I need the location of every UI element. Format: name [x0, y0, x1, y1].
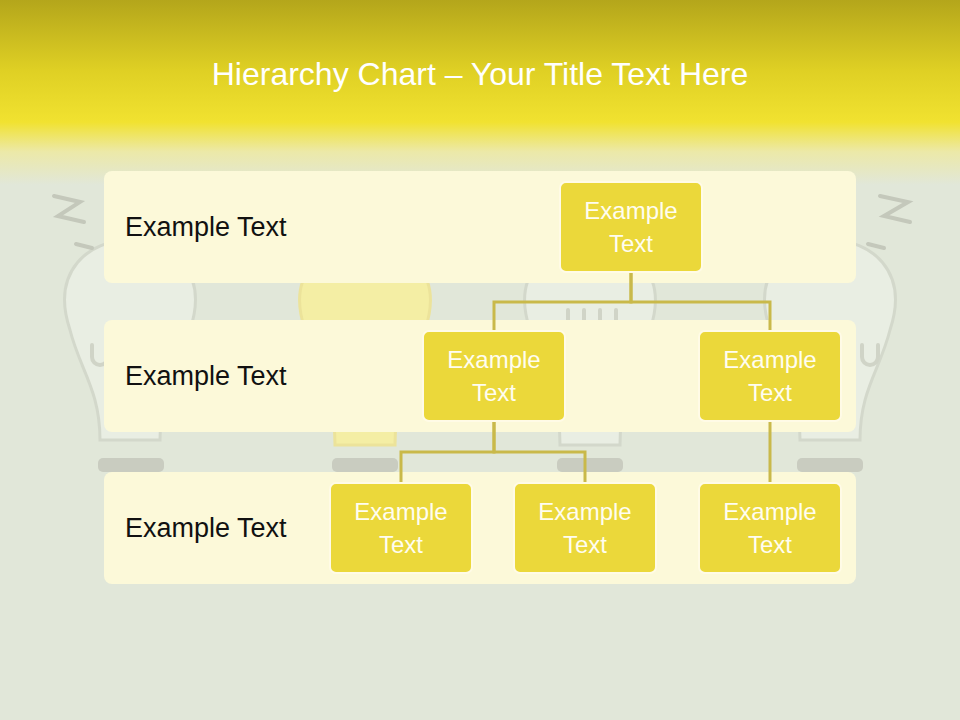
level-label: Example Text: [125, 212, 287, 243]
box-label: Example Text: [515, 495, 655, 561]
org-box: Example Text: [559, 181, 703, 273]
box-label: Example Text: [331, 495, 471, 561]
org-box: Example Text: [513, 482, 657, 574]
box-label: Example Text: [424, 343, 564, 409]
box-label: Example Text: [561, 194, 701, 260]
org-box: Example Text: [329, 482, 473, 574]
level-band: Example Text Example Text Example Text Exam…: [104, 472, 856, 584]
org-box: Example Text: [422, 330, 566, 422]
level-band: Example Text Example Text: [104, 171, 856, 283]
slide-title: Hierarchy Chart – Your Title Text Here: [0, 56, 960, 93]
level-label: Example Text: [125, 513, 287, 544]
org-box: Example Text: [698, 330, 842, 422]
level-band: Example Text Example Text Example Text: [104, 320, 856, 432]
header-band: [0, 0, 960, 185]
box-label: Example Text: [700, 343, 840, 409]
box-label: Example Text: [700, 495, 840, 561]
level-label: Example Text: [125, 361, 287, 392]
org-box: Example Text: [698, 482, 842, 574]
